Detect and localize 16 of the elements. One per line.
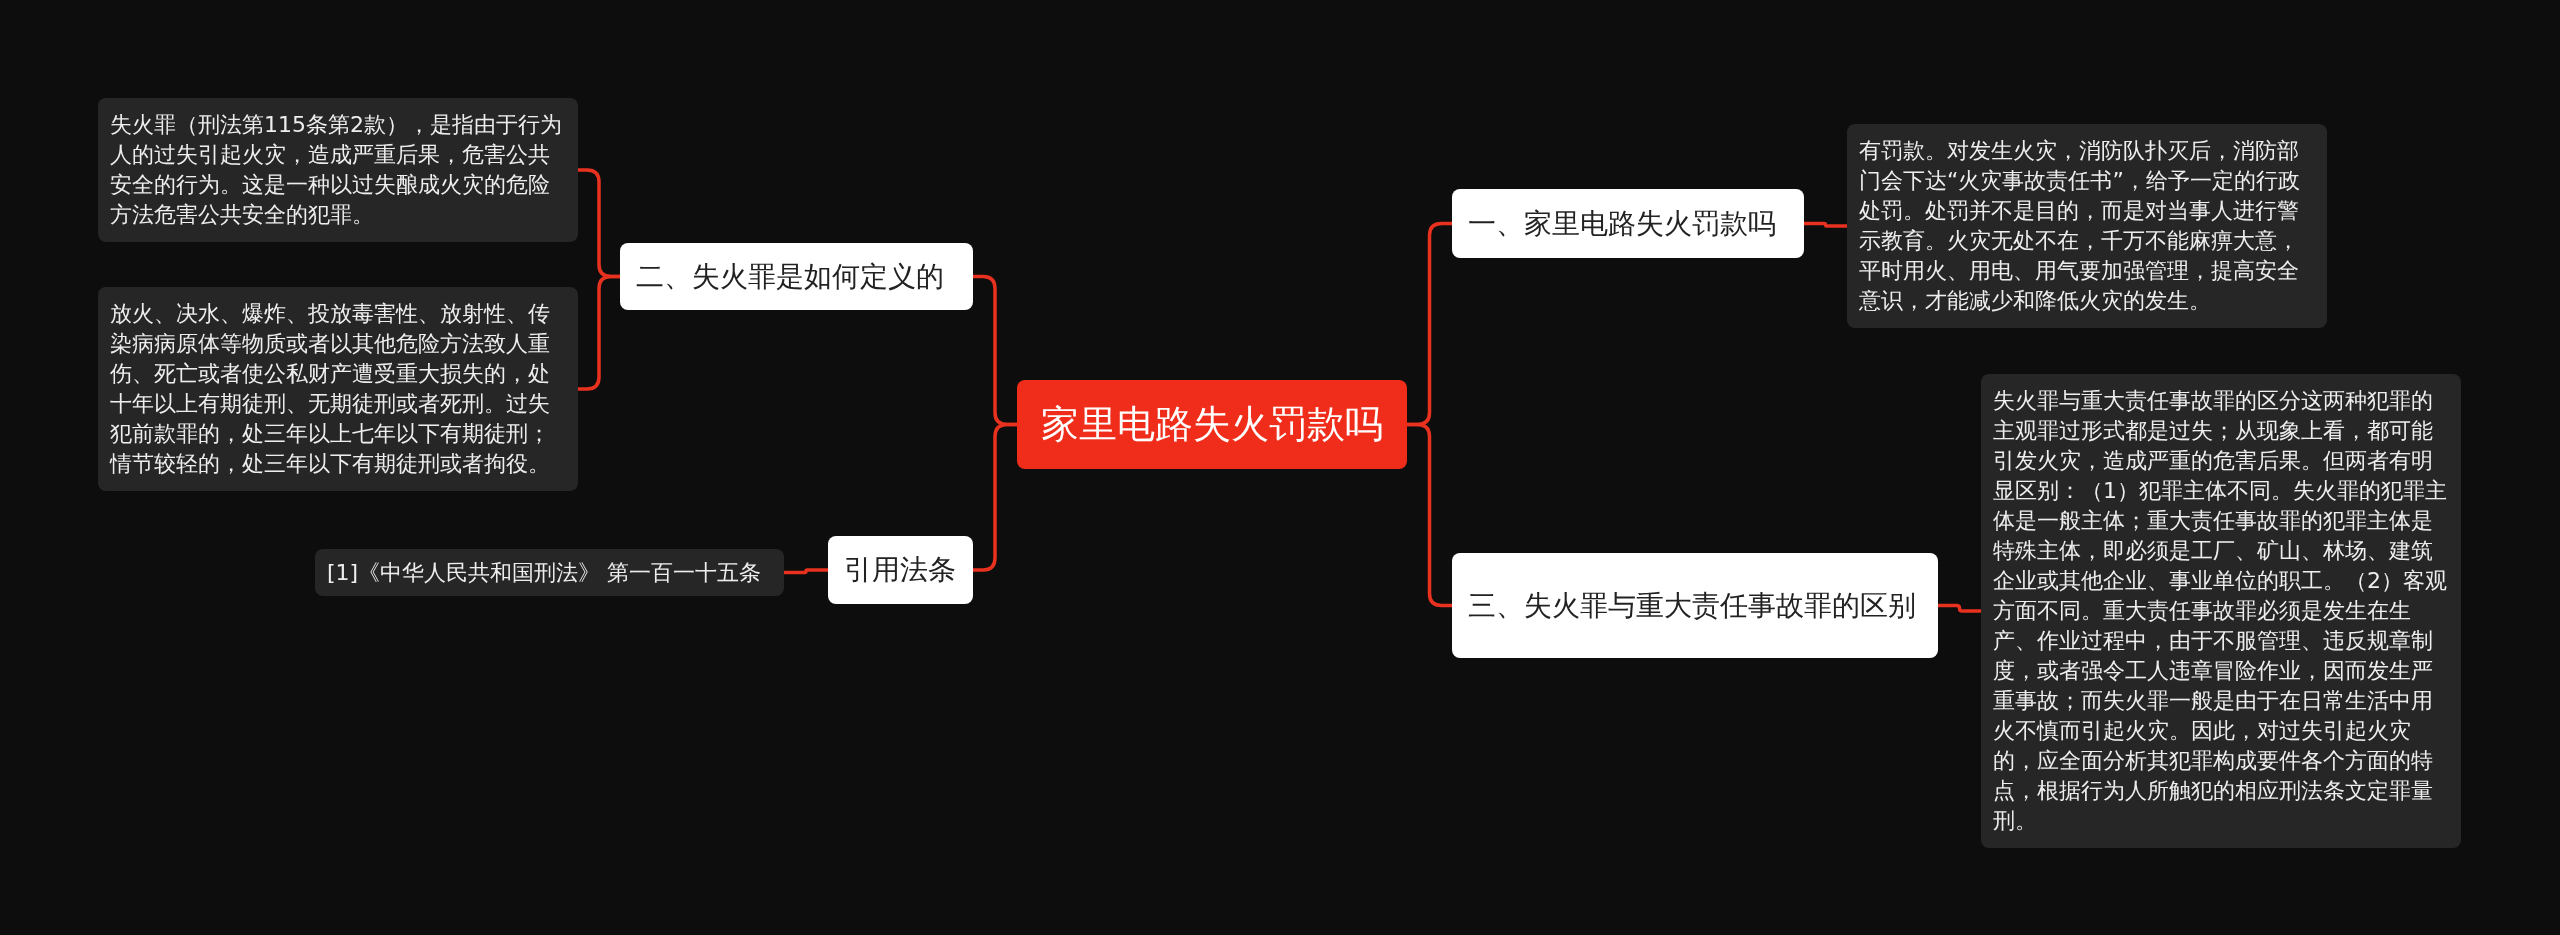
text-card: 失火罪（刑法第115条第2款），是指由于行为人的过失引起火灾，造成严重后果，危害公共安全的行为。这是一种以过失酿成火灾的危险方法危害公共安全的犯罪。 xyxy=(98,98,578,242)
topic-box: 一、家里电路失火罚款吗 xyxy=(1452,189,1804,258)
connector-line xyxy=(973,422,1017,572)
connector-line xyxy=(578,274,620,391)
connector-line xyxy=(1804,221,1847,228)
connector-line xyxy=(1407,422,1452,608)
text-card: 有罚款。对发生火灾，消防队扑灭后，消防部门会下达“火灾事故责任书”，给予一定的行政处罚。处罚并不是目的，而是对当事人进行警示教育。火灾无处不在，千万不能麻痹大意，平时用火、用电、用气要加强管理，提高安全意识，才能减少和降低火灾的发生。 xyxy=(1847,124,2327,328)
topic-box: 三、失火罪与重大责任事故罪的区别 xyxy=(1452,553,1938,658)
connector-line xyxy=(1938,603,1981,613)
topic-box: 引用法条 xyxy=(828,536,973,604)
text-card: [1]《中华人民共和国刑法》 第一百一十五条 xyxy=(315,549,784,596)
text-card: 失火罪与重大责任事故罪的区分这两种犯罪的主观罪过形式都是过失；从现象上看，都可能引发火灾，造成严重的危害后果。但两者有明显区别：（1）犯罪主体不同。失火罪的犯罪主体是一般主体；重大责任事故罪的犯罪主体是特殊主体，即必须是工厂、矿山、林场、建筑企业或其他企业、事业单位的职工。（2）客观方面不同。重大责任事故罪必须是发生在生产、作业过程中，由于不服管理、违反规章制度，或者强令工人违章冒险作业，因而发生严重事故；而失火罪一般是由于在日常生活中用火不慎而引起火灾。因此，对过失引起火灾的，应全面分析其犯罪构成要件各个方面的特点，根据行为人所触犯的相应刑法条文定罪量刑。 xyxy=(1981,374,2461,848)
connector-line xyxy=(784,568,828,575)
central-topic-box: 家里电路失火罚款吗 xyxy=(1017,380,1407,469)
text-card: 放火、决水、爆炸、投放毒害性、放射性、传染病病原体等物质或者以其他危险方法致人重伤、死亡或者使公私财产遭受重大损失的，处十年以上有期徒刑、无期徒刑或者死刑。过失犯前款罪的，处三年以上七年以下有期徒刑；情节较轻的，处三年以下有期徒刑或者拘役。 xyxy=(98,287,578,491)
topic-box: 二、失火罪是如何定义的 xyxy=(620,243,973,310)
